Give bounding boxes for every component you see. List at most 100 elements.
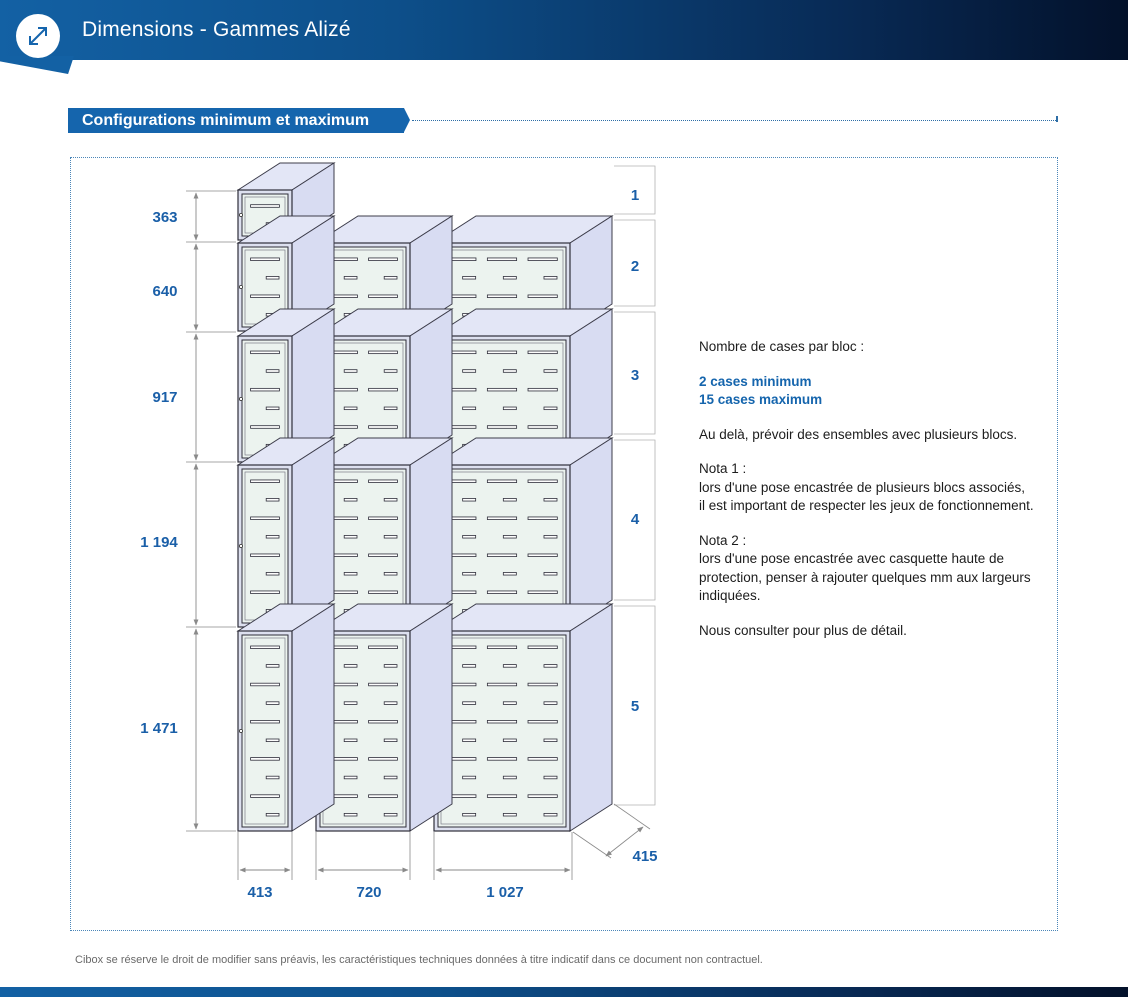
mail-slot bbox=[368, 516, 398, 520]
section-title: Configurations minimum et maximum bbox=[68, 108, 404, 133]
mail-slot bbox=[462, 738, 477, 742]
mail-slot bbox=[502, 406, 517, 411]
mail-slot bbox=[502, 738, 517, 742]
section-title-arrow bbox=[404, 108, 410, 132]
mail-slot bbox=[265, 276, 280, 280]
mail-slot bbox=[462, 369, 477, 373]
nota1-line-1: lors d'une pose encastrée de plusieurs b… bbox=[699, 479, 1026, 495]
mail-slot bbox=[383, 813, 398, 817]
mail-slot bbox=[250, 794, 280, 798]
mail-slot bbox=[343, 775, 358, 780]
mail-slot bbox=[486, 425, 518, 429]
mail-slot bbox=[527, 350, 558, 355]
mail-slot bbox=[527, 294, 558, 298]
mail-slot bbox=[527, 257, 558, 261]
mail-slot bbox=[343, 535, 358, 539]
depth-label: 415 bbox=[632, 848, 657, 865]
mail-slot bbox=[383, 775, 398, 780]
mail-slot bbox=[486, 645, 518, 649]
mail-slot bbox=[462, 572, 477, 576]
mail-slot bbox=[527, 387, 558, 392]
height-label-4: 1 194 bbox=[140, 534, 178, 551]
mail-slot bbox=[527, 794, 558, 798]
mail-slot bbox=[462, 406, 477, 411]
mail-slot bbox=[486, 682, 518, 687]
mail-slot bbox=[486, 350, 518, 355]
mail-slot bbox=[265, 406, 280, 411]
mail-slot bbox=[368, 553, 398, 557]
mail-slot bbox=[383, 276, 398, 280]
mail-slot bbox=[502, 535, 517, 539]
mail-slot bbox=[368, 257, 398, 261]
depth-dimension-line bbox=[605, 826, 644, 857]
mail-slot bbox=[543, 369, 558, 373]
mail-slot bbox=[265, 572, 280, 576]
mail-slot bbox=[486, 294, 518, 298]
mail-slot bbox=[368, 645, 398, 649]
block-door bbox=[241, 634, 289, 828]
mail-slot bbox=[265, 535, 280, 539]
block-side bbox=[409, 437, 453, 628]
mail-slot bbox=[250, 425, 280, 429]
nota1-line-2: il est important de respecter les jeux d… bbox=[699, 498, 1034, 513]
mail-slot bbox=[543, 276, 558, 280]
mail-slot bbox=[368, 425, 398, 429]
mail-slot bbox=[250, 294, 280, 298]
block-door bbox=[437, 634, 567, 828]
notes-consult: Nous consulter pour plus de détail. bbox=[699, 622, 907, 638]
mail-slot bbox=[502, 813, 517, 817]
mail-slot bbox=[383, 498, 398, 502]
mail-slot bbox=[343, 738, 358, 742]
mail-slot bbox=[343, 369, 358, 373]
mail-slot bbox=[343, 276, 358, 280]
block-door bbox=[437, 468, 567, 624]
extension-line bbox=[572, 831, 612, 859]
mail-slot bbox=[265, 498, 280, 502]
mail-slot bbox=[486, 387, 518, 392]
mail-slot bbox=[527, 720, 558, 724]
notes-intro: Nombre de cases par bloc : bbox=[699, 339, 865, 354]
mail-slot bbox=[462, 664, 477, 668]
mailbox-block bbox=[236, 215, 336, 332]
mail-slot bbox=[265, 775, 280, 780]
mail-slot bbox=[343, 406, 358, 411]
width-label-1: 413 bbox=[247, 884, 272, 901]
mail-slot bbox=[486, 590, 518, 594]
mail-slot bbox=[383, 535, 398, 539]
block-side bbox=[291, 437, 335, 628]
lock-icon bbox=[238, 729, 243, 734]
row-label-2: 2 bbox=[631, 258, 639, 275]
mail-slot bbox=[383, 701, 398, 705]
mail-slot bbox=[265, 664, 280, 668]
lock-icon bbox=[238, 212, 243, 217]
mail-slot bbox=[265, 369, 280, 373]
height-label-5: 1 471 bbox=[140, 720, 178, 737]
nota2-line-3: indiquées. bbox=[699, 588, 761, 603]
mail-slot bbox=[343, 664, 358, 668]
mail-slot bbox=[486, 757, 518, 761]
row-label-1: 1 bbox=[631, 187, 639, 204]
mail-slot bbox=[383, 572, 398, 576]
header-bar bbox=[0, 0, 1128, 60]
mail-slot bbox=[462, 498, 477, 502]
mail-slot bbox=[265, 738, 280, 742]
mail-slot bbox=[368, 590, 398, 594]
mail-slot bbox=[502, 664, 517, 668]
mail-slot bbox=[343, 813, 358, 817]
mail-slot bbox=[265, 701, 280, 705]
block-side bbox=[291, 603, 335, 832]
block-door bbox=[241, 468, 289, 624]
mail-slot bbox=[462, 813, 477, 817]
mail-slot bbox=[486, 257, 518, 261]
mail-slot bbox=[250, 350, 280, 355]
section-divider bbox=[412, 120, 1056, 121]
row-bracket bbox=[614, 605, 656, 806]
row-label-5: 5 bbox=[631, 698, 639, 715]
mail-slot bbox=[343, 498, 358, 502]
mail-slot bbox=[265, 813, 280, 817]
mail-slot bbox=[543, 738, 558, 742]
mail-slot bbox=[250, 590, 280, 594]
row-bracket bbox=[614, 219, 656, 307]
mailbox-block bbox=[236, 437, 336, 628]
